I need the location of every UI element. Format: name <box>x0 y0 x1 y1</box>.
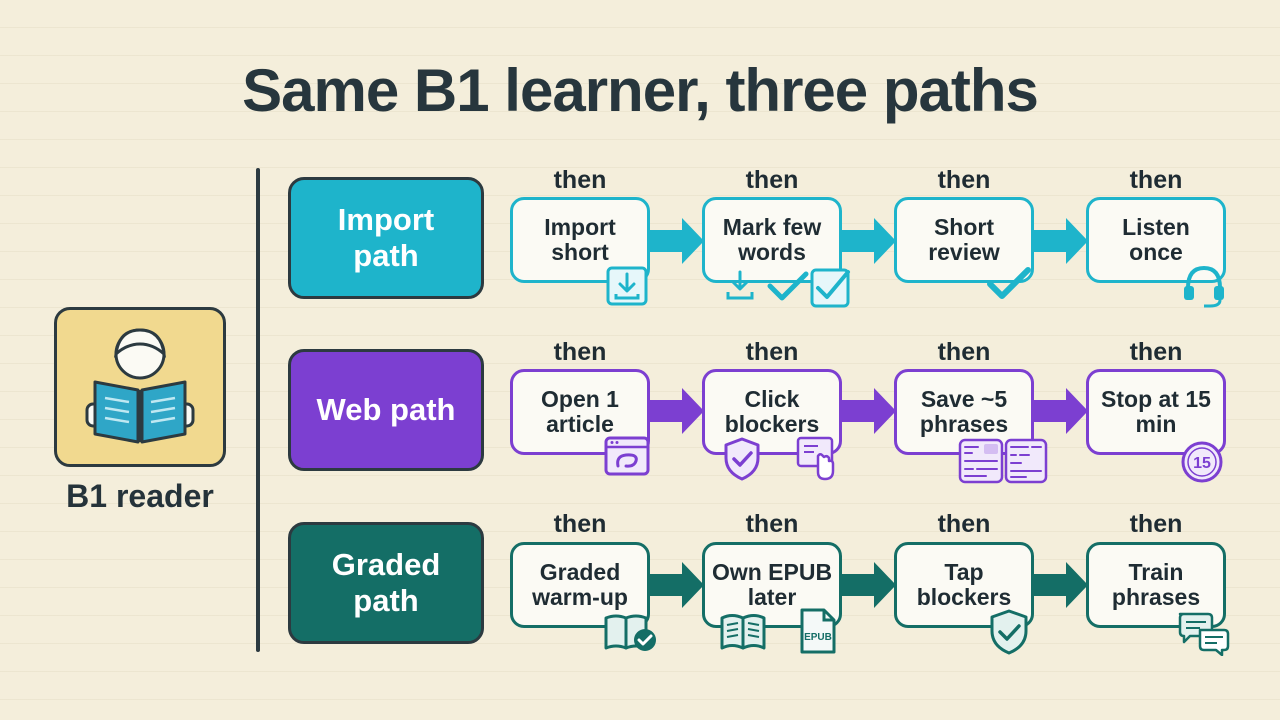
shield-check-icon <box>988 608 1030 656</box>
then-label: then <box>553 510 607 538</box>
then-label: then <box>1129 166 1183 194</box>
page-title: Same B1 learner, three paths <box>242 57 1039 124</box>
web-path-label: Web path <box>288 349 484 471</box>
learner-card <box>54 307 226 467</box>
then-label: then <box>553 166 607 194</box>
check-icon <box>766 266 810 306</box>
divider <box>256 168 260 652</box>
then-label: then <box>745 338 799 366</box>
flow-arrow <box>840 388 896 434</box>
phrase-card-icon <box>958 438 1004 484</box>
then-label: then <box>745 510 799 538</box>
flow-arrow <box>1032 562 1088 608</box>
download-icon <box>720 266 760 306</box>
reader-with-book-icon <box>85 328 195 444</box>
download-icon <box>606 266 648 306</box>
phrase-card-icon <box>1004 438 1048 484</box>
step-short-review: Short review <box>894 197 1034 283</box>
browser-window-icon <box>604 436 650 476</box>
flow-arrow <box>1032 218 1088 264</box>
epub-file-label: EPUB <box>804 632 832 643</box>
flow-arrow <box>648 388 704 434</box>
flow-arrow <box>1032 388 1088 434</box>
import-path-label: Import path <box>288 177 484 299</box>
step-own-epub-later: Own EPUB later <box>702 542 842 628</box>
cursor-click-icon <box>796 436 838 482</box>
step-graded-warm-up: Graded warm-up <box>510 542 650 628</box>
chat-bubbles-icon <box>1176 610 1232 656</box>
then-label: then <box>745 166 799 194</box>
then-label: then <box>553 338 607 366</box>
open-book-icon <box>718 610 768 652</box>
then-label: then <box>937 510 991 538</box>
timer-badge-text: 15 <box>1193 455 1211 472</box>
epub-file-icon: EPUB <box>798 608 838 654</box>
learner-label: B1 reader <box>66 478 214 514</box>
then-label: then <box>937 338 991 366</box>
step-tap-blockers: Tap blockers <box>894 542 1034 628</box>
then-label: then <box>937 166 991 194</box>
flow-arrow <box>840 562 896 608</box>
step-save-phrases: Save ~5 phrases <box>894 369 1034 455</box>
flow-arrow <box>840 218 896 264</box>
flow-arrow <box>648 218 704 264</box>
headset-icon <box>1180 262 1228 308</box>
checkbox-icon <box>810 266 852 308</box>
then-label: then <box>1129 510 1183 538</box>
flow-arrow <box>648 562 704 608</box>
timer-badge-icon: 15 <box>1180 440 1224 484</box>
shield-check-icon <box>722 436 762 482</box>
then-label: then <box>1129 338 1183 366</box>
graded-path-label: Graded path <box>288 522 484 644</box>
step-stop-at-15-min: Stop at 15 min <box>1086 369 1226 455</box>
open-book-check-icon <box>602 610 658 654</box>
check-icon <box>986 264 1032 304</box>
